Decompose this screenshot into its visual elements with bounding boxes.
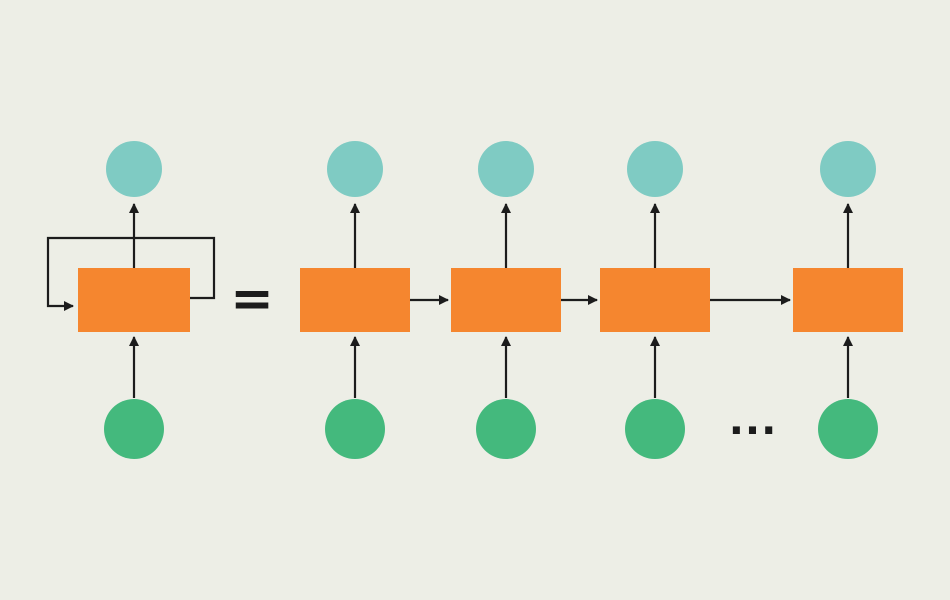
input-node: [325, 399, 385, 459]
output-node: [478, 141, 534, 197]
input-node: [104, 399, 164, 459]
rnn-cell-unrolled-4: [793, 141, 903, 459]
output-node: [106, 141, 162, 197]
ellipsis: ...: [729, 398, 778, 444]
output-node: [820, 141, 876, 197]
rnn-cell-unrolled-3: [600, 141, 710, 459]
hidden-cell: [600, 268, 710, 332]
hidden-cell: [451, 268, 561, 332]
input-node: [818, 399, 878, 459]
hidden-cell: [78, 268, 190, 332]
output-node: [627, 141, 683, 197]
input-node: [476, 399, 536, 459]
hidden-cell: [793, 268, 903, 332]
recurrent-loop-arrow: [46, 236, 216, 311]
hidden-cell: [300, 268, 410, 332]
rnn-cell-unrolled-2: [451, 141, 561, 459]
output-node: [327, 141, 383, 197]
rnn-cell-folded: [46, 141, 216, 459]
rnn-cell-unrolled-1: [300, 141, 410, 459]
equals-sign: =: [230, 269, 274, 329]
input-node: [625, 399, 685, 459]
